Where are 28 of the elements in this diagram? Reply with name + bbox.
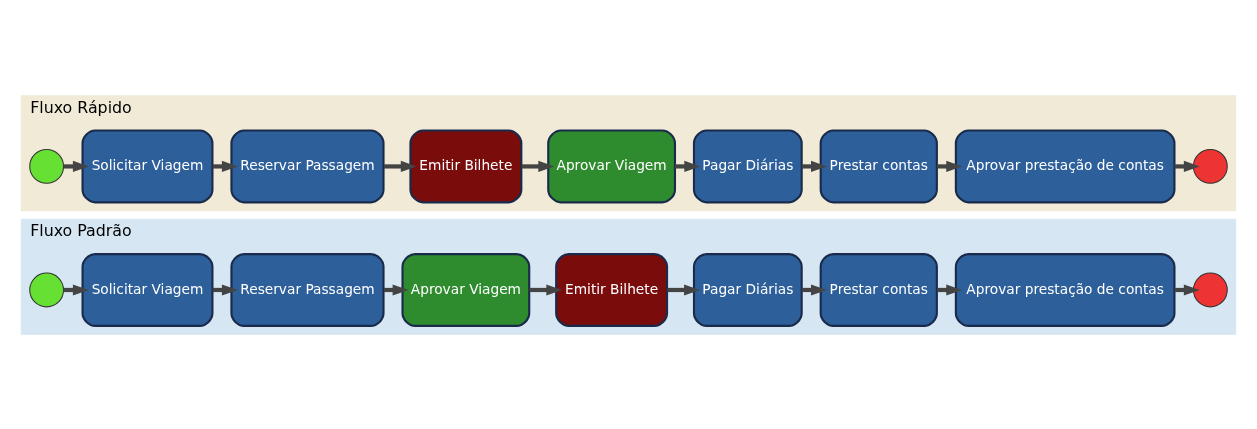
node-box: Solicitar Viagem <box>81 252 214 327</box>
node-box: Solicitar Viagem <box>81 128 214 203</box>
node-box: Aprovar Viagem <box>547 128 676 203</box>
arrow <box>667 283 700 296</box>
node-box: Reservar Passagem <box>230 252 385 327</box>
node-box: Prestar contas <box>819 128 938 203</box>
arrow <box>521 160 555 172</box>
node-box: Pagar Diárias <box>692 128 803 203</box>
arrow <box>529 283 563 296</box>
arrow <box>63 160 89 172</box>
node-box: Aprovar prestação de contas <box>954 128 1176 203</box>
arrow <box>383 160 417 172</box>
arrow <box>212 160 238 172</box>
node-circle <box>1192 272 1228 307</box>
arrow <box>802 160 827 172</box>
arrow <box>1174 160 1200 172</box>
node-box: Prestar contas <box>819 252 938 327</box>
node-circle <box>1192 148 1228 184</box>
node-circle <box>29 272 65 307</box>
node-box: Emitir Bilhete <box>409 128 523 203</box>
arrow <box>937 160 963 172</box>
node-box: Pagar Diárias <box>692 252 803 327</box>
node-box: Aprovar prestação de contas <box>954 252 1176 327</box>
node-box: Aprovar Viagem <box>401 252 531 327</box>
arrow <box>675 160 701 172</box>
node-box: Reservar Passagem <box>230 128 385 203</box>
node-box: Emitir Bilhete <box>555 252 669 327</box>
node-circle <box>29 148 65 184</box>
